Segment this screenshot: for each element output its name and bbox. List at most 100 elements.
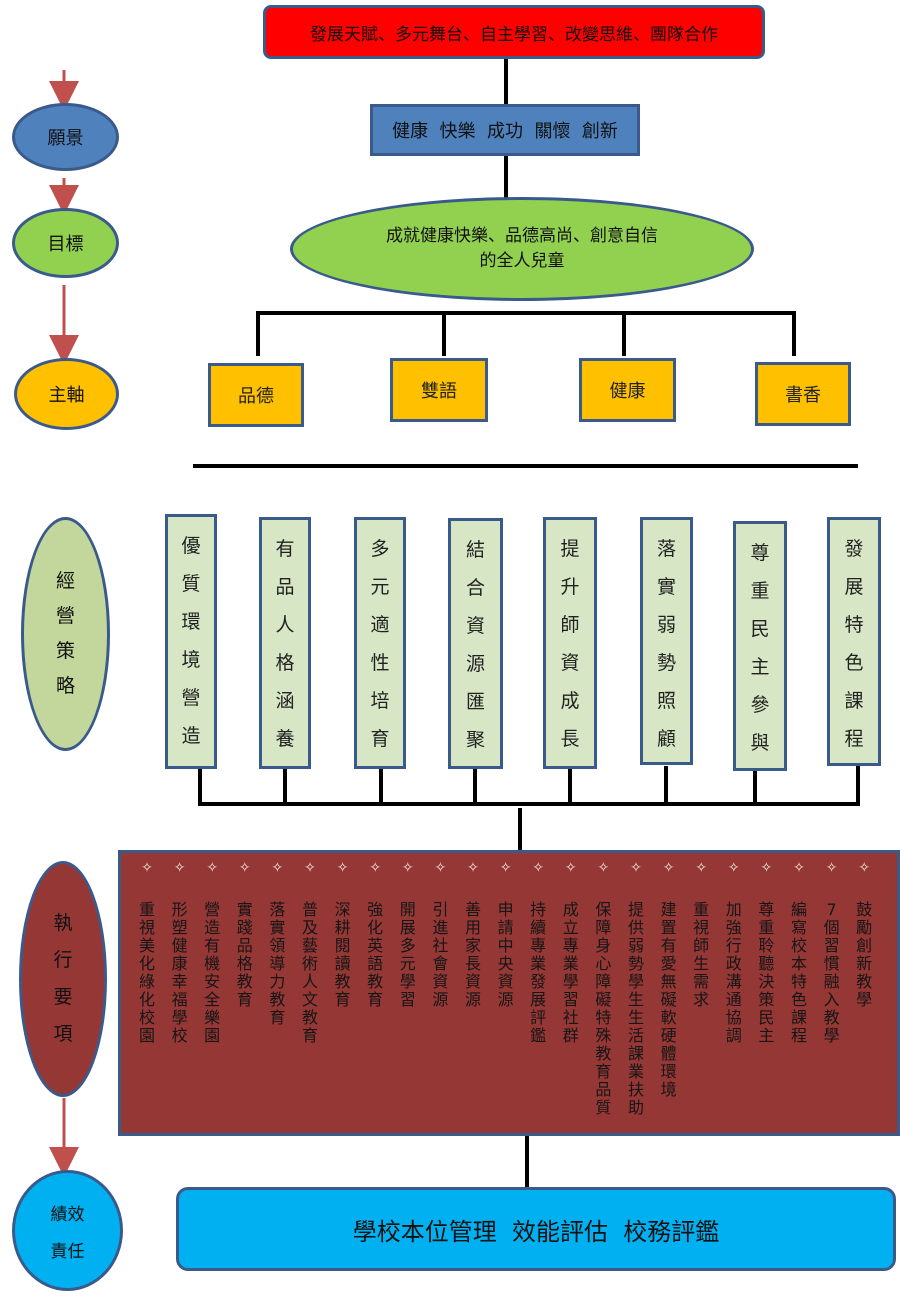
execution-item: ✧ 鼓勵創新教學 [848,853,880,1009]
strategy-label-oval: 經營策略 [21,517,110,751]
execution-item: ✧ 編寫校本特色課程 [783,853,815,1045]
execution-item-text: 重視師生需求 [693,900,710,1009]
accountability-line2: 責任 [50,1241,85,1262]
execution-item: ✧ 成立專業學習社群 [555,853,587,1045]
execution-marker-icon: ✧ [532,860,545,876]
execution-marker-icon: ✧ [467,860,479,876]
strategy-box: 尊重民主參與 [733,521,787,771]
strategy-box: 落實弱勢照顧 [640,517,693,765]
execution-item-text: 深耕閱讀教育 [334,900,351,1009]
top-banner: 發展天賦、多元舞台、自主學習、改變思維、團隊合作 [263,5,765,59]
tree-lines [193,58,860,1188]
axis-box-bilingual: 雙語 [390,358,488,422]
axis-box-reading: 書香 [755,362,851,426]
execution-item: ✧ 強化英語教育 [359,853,391,1009]
strategy-text: 尊重民主參與 [750,542,770,754]
execution-item-text: 落實領導力教育 [269,900,286,1027]
execution-item: ✧ 尊重聆聽決策民主 [750,853,782,1045]
bottom-box-text: 學校本位管理 效能評估 校務評鑑 [352,1217,720,1246]
execution-item-text: 開展多元學習 [399,900,416,1009]
execution-marker-icon: ✧ [499,860,512,876]
execution-item-text: 申請中央資源 [497,900,514,1009]
execution-item-text: 編寫校本特色課程 [790,900,807,1045]
strategy-text: 發展特色課程 [844,538,864,750]
axis-text: 雙語 [421,381,457,402]
values-box: 健康 快樂 成功 關懷 創新 [370,104,640,156]
execution-item: ✧ 加強行政溝通協調 [718,853,750,1045]
axis-label-oval: 主軸 [14,358,119,430]
execution-marker-icon: ✧ [304,860,316,876]
values-text: 健康 快樂 成功 關懷 創新 [392,121,618,142]
goal-line1: 成就健康快樂、品德高尚、創意自信 [386,226,658,247]
execution-item: ✧ 形塑健康幸福學校 [164,853,196,1045]
execution-marker-icon: ✧ [141,860,153,876]
goal-line2: 的全人兒童 [479,251,565,271]
axis-box-health: 健康 [579,358,676,422]
axis-box-character: 品德 [208,363,304,427]
execution-item-text: 善用家長資源 [464,900,481,1009]
execution-item-text: 建置有愛無礙軟硬體環境 [660,900,677,1099]
execution-item-text: 引進社會資源 [432,900,449,1009]
strategy-box: 有品人格涵養 [259,517,311,769]
execution-marker-icon: ✧ [434,860,447,876]
execution-marker-icon: ✧ [173,860,186,876]
strategy-text: 結合資源匯聚 [465,539,485,751]
strategy-text: 多元適性培育 [370,538,390,750]
strategy-text: 優質環境營造 [181,535,201,747]
execution-marker-icon: ✧ [825,860,838,876]
vision-label: 願景 [47,128,84,149]
execution-item-text: 鼓勵創新教學 [856,900,873,1009]
execution-item: ✧重視師生需求 [685,853,717,1009]
execution-item-text: 提供弱勢學生生活課業扶助 [627,900,644,1117]
strategy-text: 落實弱勢照顧 [656,538,676,750]
execution-marker-icon: ✧ [727,860,740,876]
top-banner-text: 發展天賦、多元舞台、自主學習、改變思維、團隊合作 [310,24,718,45]
execution-marker-icon: ✧ [238,860,251,876]
execution-item-text: 強化英語教育 [367,900,384,1009]
execution-panel: ✧ 重視美化綠化校園 ✧ 形塑健康幸福學校 ✧ 營造有機安全樂園 ✧ 實踐品格教育 ✧ 落實領導力… [118,850,900,1136]
execution-item-text: 普及藝術人文教育 [301,900,318,1045]
execution-item-text: 形塑健康幸福學校 [171,900,188,1045]
execution-item: ✧ 持續專業發展評鑑 [522,853,554,1045]
execution-marker-icon: ✧ [760,860,773,876]
execution-label-oval: 執行要項 [19,861,107,1097]
axis-text: 健康 [609,381,646,402]
execution-item-text: 重視美化綠化校園 [138,900,155,1045]
execution-marker-icon: ✧ [369,860,382,876]
axis-text: 書香 [785,385,821,406]
execution-item-text: 成立專業學習社群 [562,900,579,1045]
goal-label: 目標 [47,234,84,255]
execution-item-text: 實踐品格教育 [236,900,253,1009]
execution-item-text: 加強行政溝通協調 [725,900,742,1045]
goal-oval: 成就健康快樂、品德高尚、創意自信 的全人兒童 [290,197,754,301]
strategy-text: 有品人格涵養 [275,538,295,750]
execution-marker-icon: ✧ [564,860,577,876]
execution-item: ✧ 建置有愛無礙軟硬體環境 [653,853,685,1099]
execution-marker-icon: ✧ [858,860,871,876]
strategy-box: 發展特色課程 [827,517,881,766]
execution-marker-icon: ✧ [271,860,284,876]
strategy-box: 多元適性培育 [354,517,406,769]
execution-marker-icon: ✧ [793,860,805,876]
strategy-box: 優質環境營造 [165,514,217,769]
execution-marker-icon: ✧ [206,860,219,876]
strategy-text: 提升師資成長 [560,538,580,750]
execution-item-text: 營造有機安全樂園 [204,900,221,1045]
execution-item: ✧ 申請中央資源 [490,853,522,1009]
execution-item-text: 尊重聆聽決策民主 [758,900,775,1045]
execution-item: ✧ 重視美化綠化校園 [131,853,163,1045]
execution-item: ✧ 實踐品格教育 [229,853,261,1009]
execution-item: ✧ 提供弱勢學生生活課業扶助 [620,853,652,1117]
execution-item: ✧ 引進社會資源 [424,853,456,1009]
execution-item: ✧ 普及藝術人文教育 [294,853,326,1045]
execution-marker-icon: ✧ [630,860,642,876]
execution-marker-icon: ✧ [662,860,675,876]
execution-items: ✧ 重視美化綠化校園 ✧ 形塑健康幸福學校 ✧ 營造有機安全樂園 ✧ 實踐品格教育 ✧ 落實領導力… [121,853,897,1133]
execution-marker-icon: ✧ [597,860,610,876]
execution-item-text: 保障身心障礙特殊教育品質 [595,900,612,1117]
execution-item: ✧ 善用家長資源 [457,853,489,1009]
accountability-line1: 績效 [50,1204,85,1225]
execution-item-text: 持續專業發展評鑑 [530,900,547,1045]
